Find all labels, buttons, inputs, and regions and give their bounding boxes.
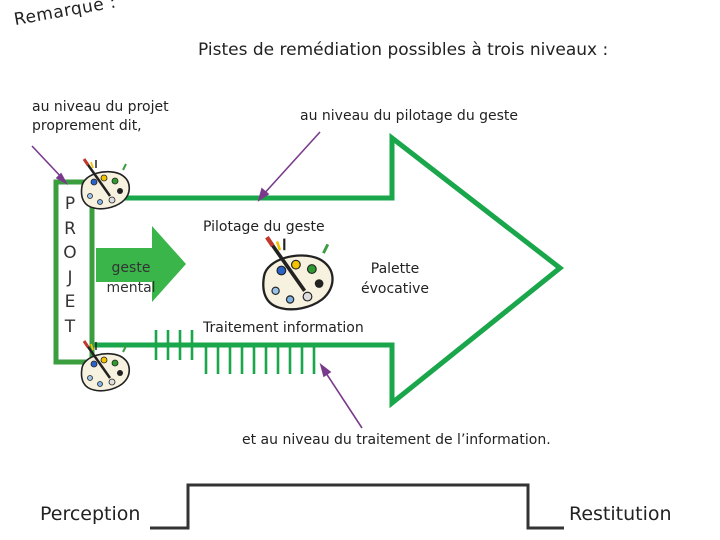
pointer-pilotage [261, 131, 321, 197]
restitution-label: Restitution [569, 503, 672, 525]
projet-letter: R [64, 218, 76, 239]
traitement-information-label: Traitement information [203, 320, 364, 336]
palette-icon [80, 157, 131, 211]
label-niveau-pilotage: au niveau du pilotage du geste [300, 108, 519, 124]
palette-icon [263, 237, 332, 309]
perception-label: Perception [40, 503, 141, 525]
projet-letter: J [67, 267, 73, 288]
geste-mental-label: geste mental [106, 260, 156, 296]
projet-letter: E [64, 292, 76, 312]
timeline [150, 483, 564, 530]
pointer-traitement [323, 369, 363, 429]
projet-letter: P [64, 194, 76, 214]
big-arrow [84, 132, 565, 409]
geste-mental-arrow [96, 226, 186, 302]
pilotage-du-geste-label: Pilotage du geste [203, 219, 325, 235]
palette-icon [80, 339, 131, 393]
projet-box [53, 179, 95, 365]
palette-evocative-label: Palette évocative [360, 261, 430, 297]
projet-letter: T [64, 316, 76, 337]
label-niveau-traitement: et au niveau du traitement de l’informat… [242, 432, 551, 448]
label-niveau-projet: au niveau du projet proprement dit, [32, 99, 169, 134]
traitement-ticks [154, 330, 316, 374]
pointer-projet [31, 145, 65, 181]
projet-letter: O [63, 243, 77, 263]
page-title: Pistes de remédiation possibles à trois … [198, 40, 609, 60]
projet-letters: P R O J E T [60, 192, 80, 339]
